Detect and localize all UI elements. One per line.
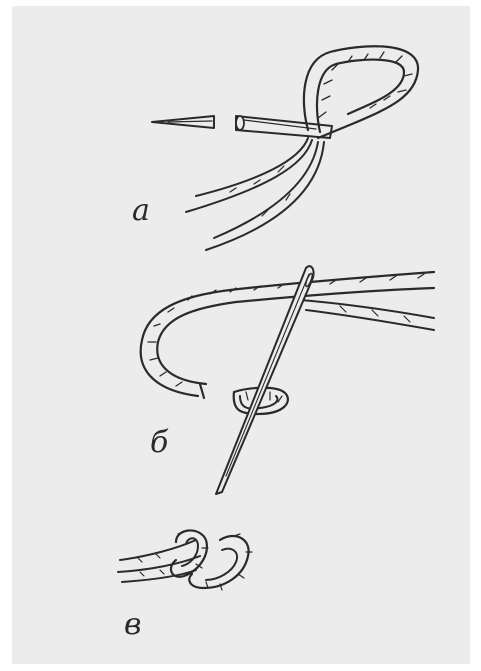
crossing-cords-icon xyxy=(300,300,434,330)
step-a-illustration xyxy=(152,46,418,250)
cord-join-icon xyxy=(118,530,252,590)
step-label-a: а xyxy=(132,196,150,226)
hanging-cords-icon xyxy=(186,138,324,250)
step-label-b: б xyxy=(150,428,168,458)
step-c-illustration xyxy=(118,530,252,590)
step-b-illustration xyxy=(141,266,434,494)
needle-tip-icon xyxy=(152,116,214,128)
step-label-c: в xyxy=(124,610,141,640)
